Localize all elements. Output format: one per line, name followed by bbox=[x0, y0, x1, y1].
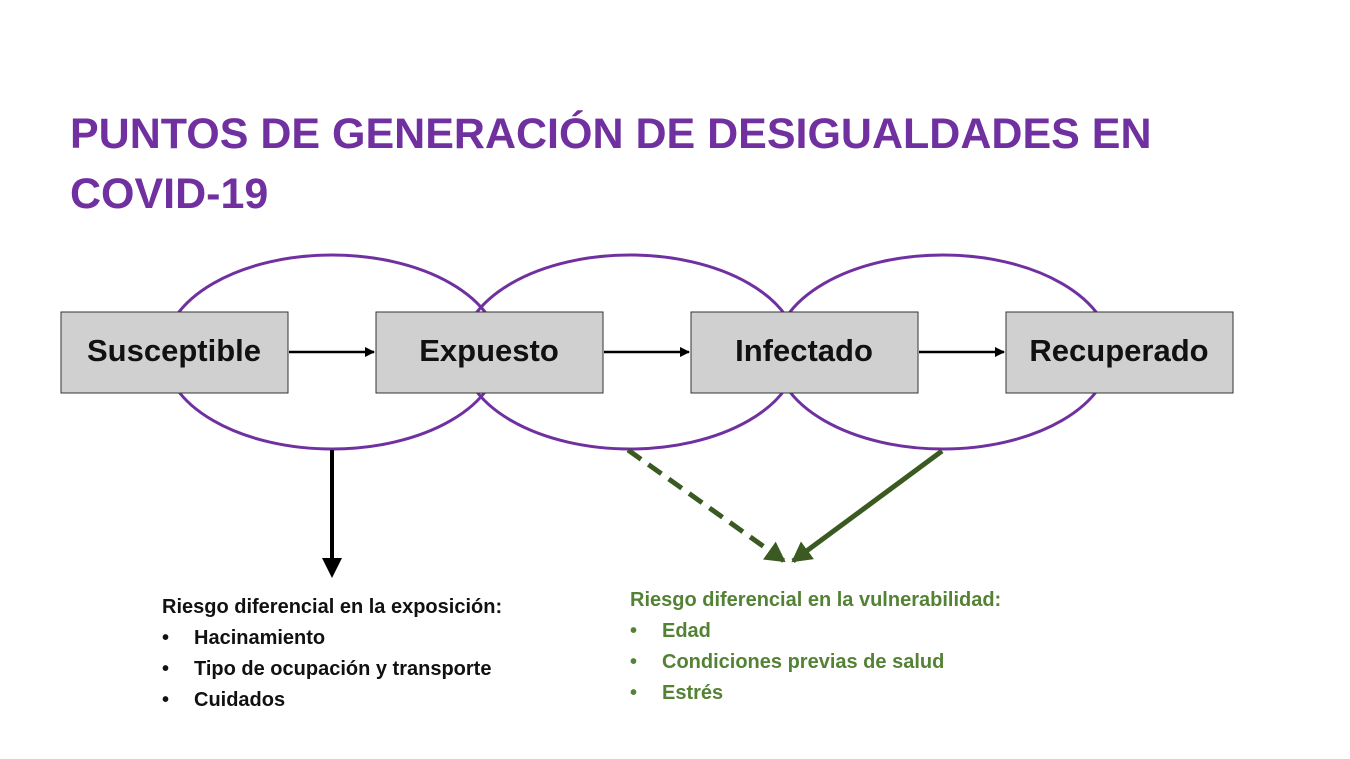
bullet: • bbox=[162, 627, 170, 649]
bullet: • bbox=[162, 658, 170, 680]
exposure-risk-block: Riesgo diferencial en la exposición: • Ha… bbox=[162, 592, 502, 716]
title-line-2: COVID-19 bbox=[70, 170, 269, 218]
exposure-risk-list: • Hacinamiento • Tipo de ocupación y trans… bbox=[162, 623, 502, 716]
stage-susceptible: Susceptible bbox=[60, 311, 289, 394]
bullet: • bbox=[630, 682, 638, 704]
stage-infectado: Infectado bbox=[690, 311, 919, 394]
list-item: • Condiciones previas de salud bbox=[630, 647, 1001, 678]
arrow-vulnerability-dashed bbox=[626, 447, 786, 564]
vulnerability-risk-block: Riesgo diferencial en la vulnerabilidad:… bbox=[630, 585, 1001, 709]
list-item: • Hacinamiento bbox=[162, 623, 502, 654]
list-item-label: Edad bbox=[662, 620, 711, 642]
bullet: • bbox=[630, 620, 638, 642]
list-item: • Tipo de ocupación y transporte bbox=[162, 654, 502, 685]
stage-expuesto: Expuesto bbox=[375, 311, 604, 394]
bullet: • bbox=[162, 689, 170, 711]
list-item-label: Tipo de ocupación y transporte bbox=[194, 658, 492, 680]
stage-label: Susceptible bbox=[87, 333, 261, 368]
list-item-label: Cuidados bbox=[194, 689, 286, 711]
list-item-label: Condiciones previas de salud bbox=[662, 651, 945, 673]
vulnerability-risk-heading: Riesgo diferencial en la vulnerabilidad: bbox=[630, 589, 1002, 611]
list-item: • Cuidados bbox=[162, 685, 502, 716]
list-item-label: Hacinamiento bbox=[194, 627, 326, 649]
list-item: • Estrés bbox=[630, 678, 1001, 709]
stage-label: Expuesto bbox=[419, 333, 559, 368]
arrow-vulnerability-solid bbox=[791, 448, 944, 564]
stage-label: Infectado bbox=[735, 333, 873, 368]
list-item-label: Estrés bbox=[662, 682, 724, 704]
list-item: • Edad bbox=[630, 616, 1001, 647]
title-line-1: PUNTOS DE GENERACIÓN DE DESIGUALDADES EN bbox=[70, 110, 1152, 158]
bullet: • bbox=[630, 651, 638, 673]
stage-recuperado: Recuperado bbox=[1005, 311, 1234, 394]
vulnerability-risk-list: • Edad • Condiciones previas de salud • Est… bbox=[630, 616, 1001, 709]
stage-label: Recuperado bbox=[1029, 333, 1208, 368]
arrow-exposure-head bbox=[322, 558, 342, 578]
page-title: PUNTOS DE GENERACIÓN DE DESIGUALDADES EN… bbox=[70, 104, 1270, 224]
exposure-risk-heading: Riesgo diferencial en la exposición: bbox=[162, 596, 503, 618]
